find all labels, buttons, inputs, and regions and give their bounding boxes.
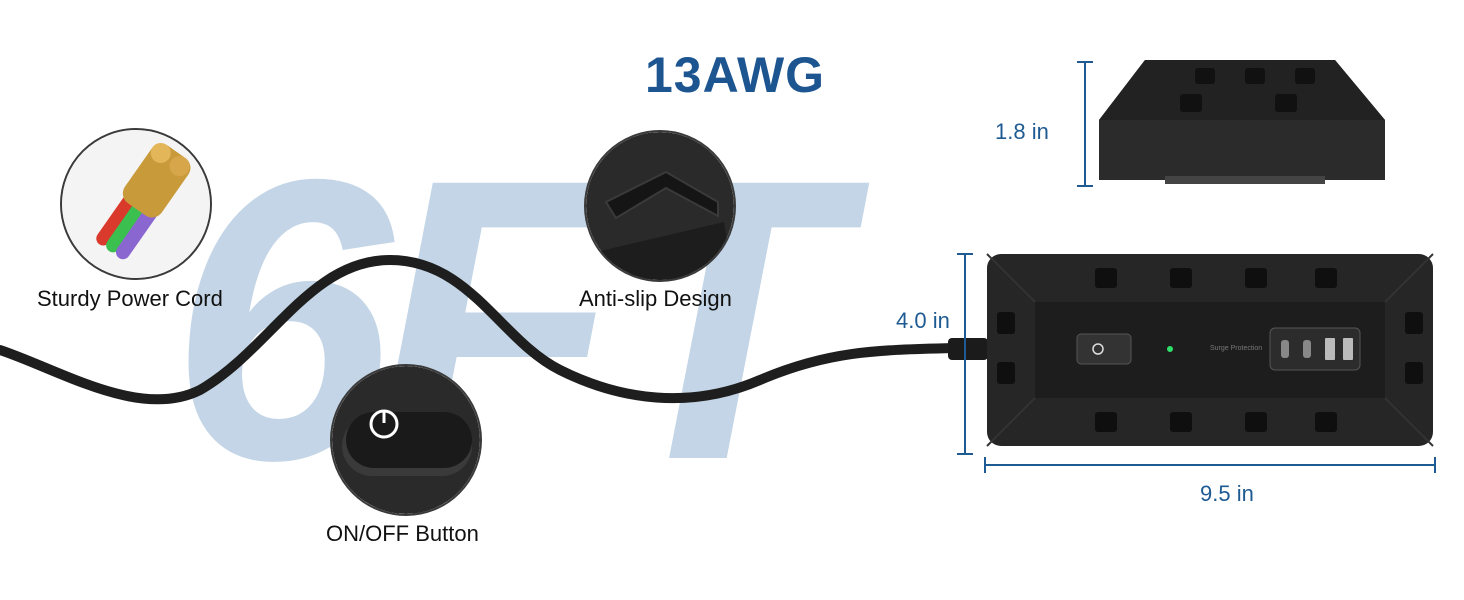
rubber-foot-icon xyxy=(586,132,734,280)
switch-label: ON/OFF Button xyxy=(326,521,479,546)
width-dimension-line xyxy=(957,253,973,455)
antislip-label: Anti-slip Design xyxy=(579,286,732,311)
antislip-detail-circle xyxy=(584,130,736,282)
cord-label: Sturdy Power Cord xyxy=(37,286,223,311)
copper-wire-icon xyxy=(62,130,210,278)
length-dimension-label: 9.5 in xyxy=(1200,481,1254,506)
power-strip-top-view xyxy=(986,253,1434,447)
height-dimension-line xyxy=(1077,61,1093,187)
usb-c-port xyxy=(1303,340,1311,358)
status-led xyxy=(1167,346,1173,352)
switch-detail-circle xyxy=(330,364,482,516)
cord-detail-circle xyxy=(60,128,212,280)
cord-plug-end xyxy=(948,338,988,360)
usb-c-port xyxy=(1281,340,1289,358)
surge-protection-label: Surge Protection xyxy=(1210,345,1263,352)
strip-switch xyxy=(1076,333,1132,365)
width-dimension-label: 4.0 in xyxy=(896,308,950,333)
power-strip-side-view xyxy=(1099,60,1385,184)
usb-a-port xyxy=(1325,338,1335,360)
usb-a-port xyxy=(1343,338,1353,360)
page-title: 13AWG xyxy=(645,47,826,103)
height-dimension-label: 1.8 in xyxy=(995,119,1049,144)
length-dimension-line xyxy=(984,457,1436,473)
power-switch-icon xyxy=(332,366,480,514)
